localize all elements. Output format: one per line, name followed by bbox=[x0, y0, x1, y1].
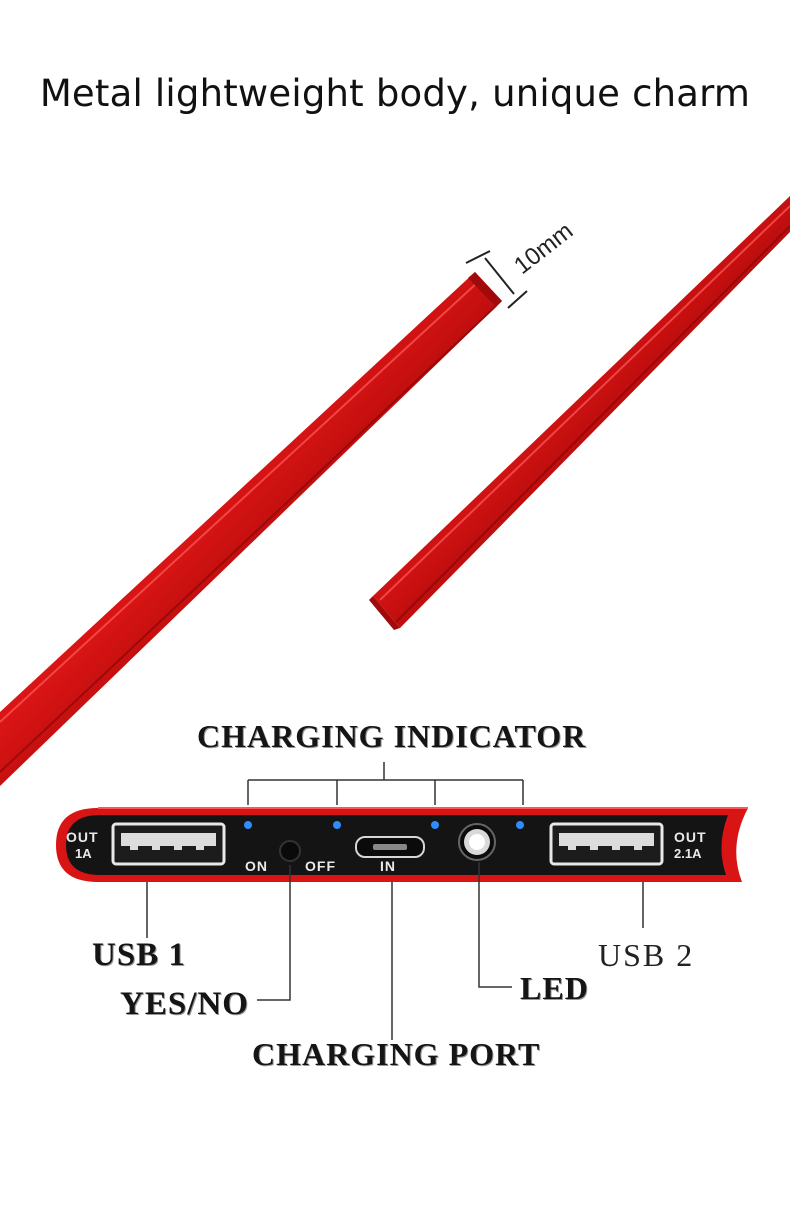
yes-no-leader bbox=[257, 865, 291, 1001]
usb2-port bbox=[549, 822, 664, 866]
indicator-light-3 bbox=[431, 821, 439, 829]
charging-indicator-bracket bbox=[247, 762, 524, 805]
charging-port-label: CHARGING PORT bbox=[252, 1036, 541, 1072]
yes-no-label: YES/NO bbox=[120, 986, 249, 1022]
out1-rating: 1A bbox=[75, 846, 92, 861]
out2-rating: 2.1A bbox=[674, 846, 702, 861]
indicator-light-1 bbox=[244, 821, 252, 829]
indicator-light-4 bbox=[516, 821, 524, 829]
power-switch bbox=[279, 840, 301, 862]
dimension-label: 10mm bbox=[509, 217, 578, 279]
led-light bbox=[458, 823, 496, 861]
indicator-light-2 bbox=[333, 821, 341, 829]
off-label: OFF bbox=[305, 858, 336, 874]
out1-label: OUT bbox=[66, 829, 99, 845]
usb1-label: USB 1 bbox=[92, 937, 186, 973]
in-label: IN bbox=[380, 858, 396, 874]
out2-label: OUT bbox=[674, 829, 707, 845]
usb1-port bbox=[111, 822, 226, 866]
micro-usb-port bbox=[355, 836, 425, 858]
power-bank-bar-left bbox=[0, 272, 502, 786]
charging-indicator-label: CHARGING INDICATOR bbox=[197, 718, 587, 754]
led-leader bbox=[478, 862, 512, 988]
led-label: LED bbox=[520, 970, 589, 1006]
on-label: ON bbox=[245, 858, 268, 874]
thickness-dimension-marker bbox=[465, 250, 528, 309]
usb2-label: USB 2 bbox=[598, 937, 695, 973]
power-bank-bar-right bbox=[369, 196, 790, 630]
headline: Metal lightweight body, unique charm bbox=[39, 72, 751, 115]
